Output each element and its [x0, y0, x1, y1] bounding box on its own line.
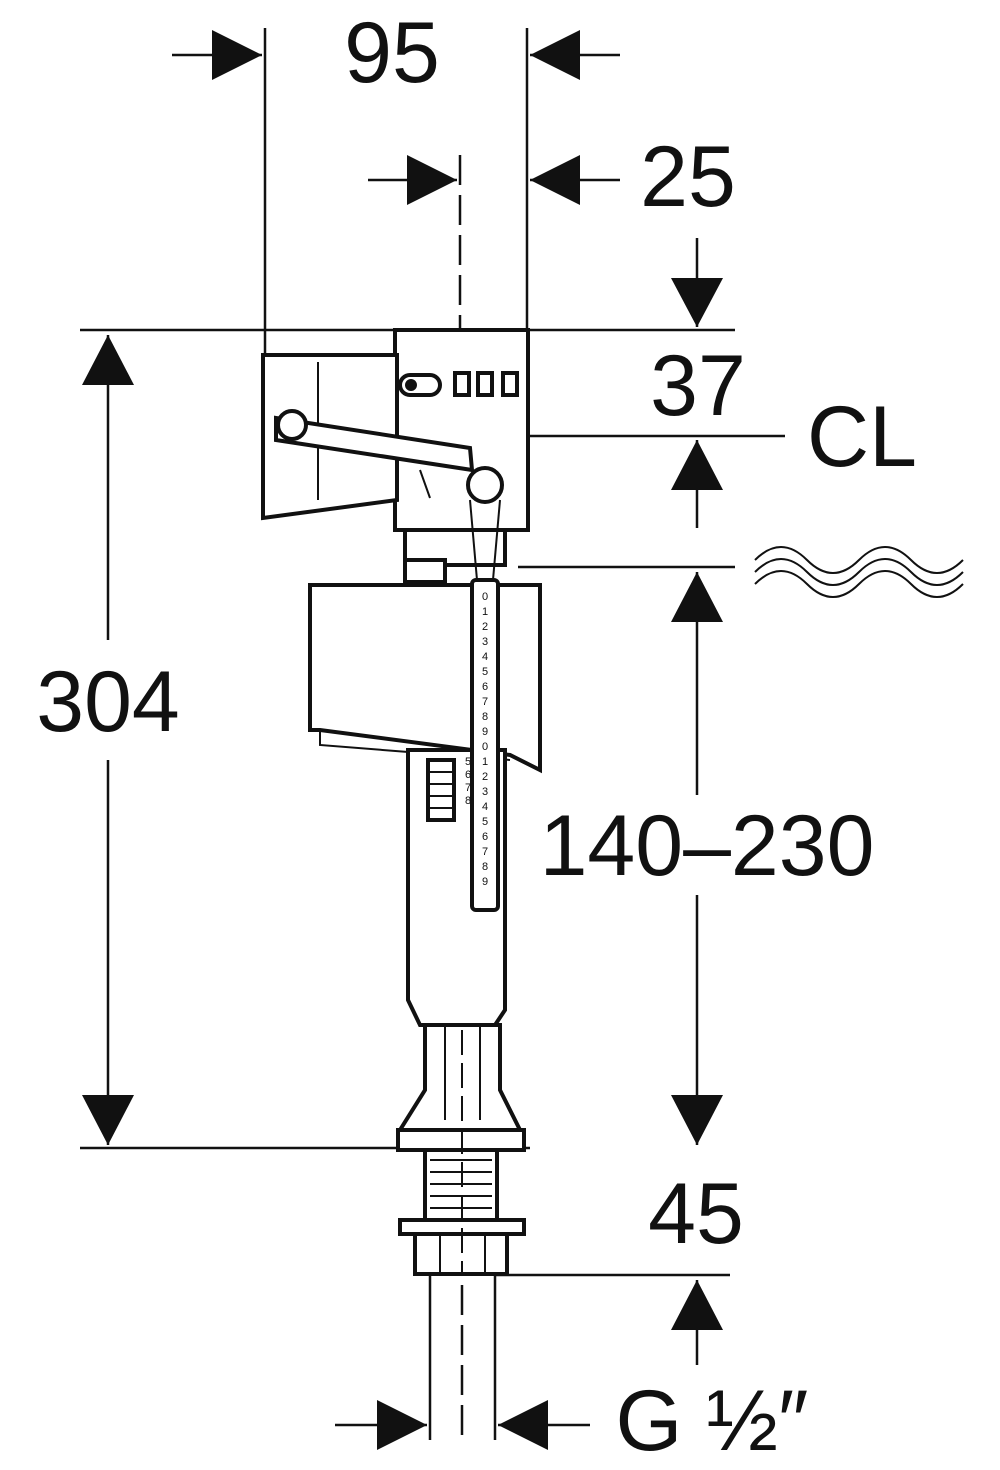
dim-95-label: 95	[344, 5, 440, 101]
dim-g-half-arrows	[335, 1400, 590, 1450]
valve-head	[261, 328, 530, 584]
dim-45-arrow	[671, 1280, 723, 1365]
extension-lines	[80, 28, 785, 1440]
dim-25-arrows	[368, 155, 620, 205]
scale-mark: 5	[482, 666, 488, 678]
dim-thread-label: G ½″	[616, 1373, 809, 1469]
scale-mark: 8	[482, 711, 488, 723]
dim-140-230-arrows	[671, 572, 723, 1145]
scale-mark: 2	[482, 771, 488, 783]
scale-mark: 7	[482, 696, 488, 708]
dim-37-label: 37	[650, 338, 746, 434]
scale-mark: 6	[482, 681, 488, 693]
dim-140-230-label: 140–230	[540, 798, 875, 894]
side-scale-mark: 7	[465, 782, 471, 794]
dim-304-label: 304	[36, 654, 180, 750]
dim-25-label: 25	[640, 129, 736, 225]
side-scale-mark: 8	[465, 795, 471, 807]
scale-mark: 7	[482, 846, 488, 858]
dim-cl-label: CL	[807, 389, 917, 485]
scale-mark: 3	[482, 636, 488, 648]
scale-mark: 0	[482, 741, 488, 753]
scale-mark: 4	[482, 801, 488, 813]
scale-mark: 2	[482, 621, 488, 633]
scale-mark: 6	[482, 831, 488, 843]
scale-mark: 8	[482, 861, 488, 873]
height-scale-rod	[469, 499, 501, 912]
valve-shaft	[396, 748, 526, 1276]
dim-304-arrows	[82, 335, 134, 1145]
scale-mark: 4	[482, 651, 488, 663]
scale-mark: 1	[482, 756, 488, 768]
scale-mark: 5	[482, 816, 488, 828]
dim-95-arrows	[172, 30, 620, 80]
water-level-icon	[754, 546, 964, 598]
float-cup	[308, 583, 542, 774]
scale-mark: 9	[482, 726, 488, 738]
scale-mark: 0	[482, 591, 488, 603]
dim-37-arrows	[671, 238, 723, 528]
side-scale-mark: 5	[465, 756, 471, 768]
scale-mark: 9	[482, 876, 488, 888]
side-scale-mark: 6	[465, 769, 471, 781]
dim-45-label: 45	[648, 1166, 744, 1262]
scale-mark: 1	[482, 606, 488, 618]
scale-mark: 3	[482, 786, 488, 798]
